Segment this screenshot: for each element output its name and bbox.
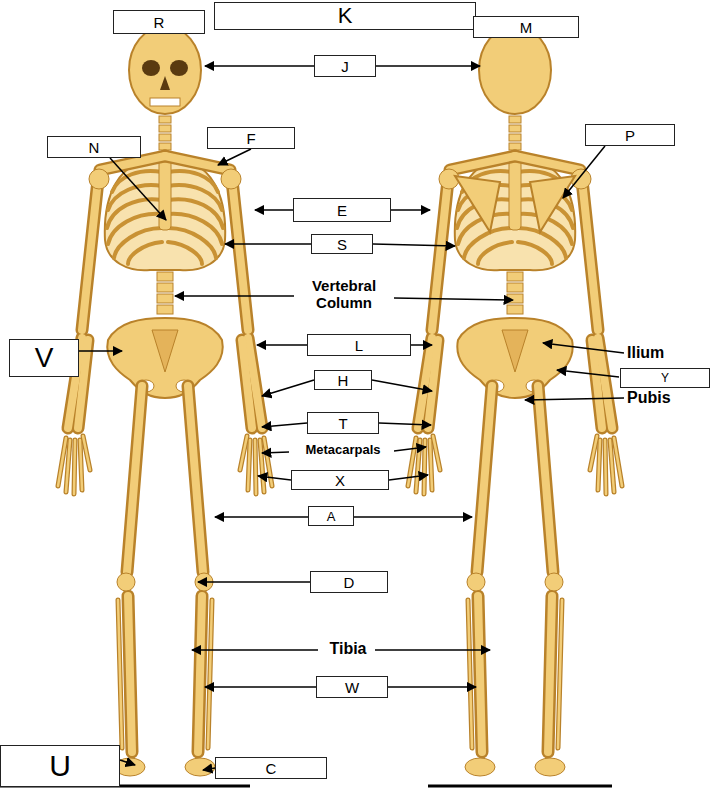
label-box: S — [311, 234, 373, 254]
box-letter: R — [154, 14, 165, 31]
scapulae — [455, 176, 575, 232]
box-letter: L — [355, 337, 363, 354]
label-box: K — [214, 2, 476, 30]
label-box: W — [316, 676, 388, 698]
label-box: M — [473, 16, 579, 38]
bone-name: Vertebral Column — [292, 278, 396, 311]
box-letter: M — [520, 19, 533, 36]
label-box: U — [0, 745, 120, 787]
label-box: L — [307, 334, 411, 356]
bone-name: Metacarpals — [290, 443, 396, 457]
box-letter: W — [345, 679, 359, 696]
label-box: C — [215, 757, 327, 779]
box-letter: P — [625, 127, 635, 144]
box-letter: A — [327, 509, 336, 524]
skull-face — [142, 60, 188, 106]
label-box: J — [314, 55, 376, 77]
label-box: F — [207, 127, 295, 149]
label-box: V — [9, 339, 79, 377]
label-box: P — [585, 124, 675, 146]
box-letter: N — [89, 139, 100, 156]
bone-name: Pubis — [627, 389, 707, 407]
box-letter: K — [338, 3, 353, 29]
label-box: Y — [620, 368, 710, 388]
box-letter: C — [266, 760, 277, 777]
box-letter: H — [338, 372, 349, 389]
bone-name: Ilium — [627, 344, 707, 362]
label-box: E — [293, 198, 391, 222]
box-letter: D — [344, 574, 355, 591]
label-box: A — [308, 506, 354, 526]
label-box: D — [310, 571, 388, 593]
label-box: N — [47, 136, 141, 158]
box-letter: E — [337, 202, 347, 219]
label-box: T — [307, 412, 379, 434]
box-letter: U — [49, 749, 71, 783]
box-letter: Y — [661, 371, 669, 385]
label-box: R — [113, 10, 205, 34]
box-letter: S — [337, 236, 347, 253]
box-letter: F — [246, 130, 255, 147]
box-letter: J — [341, 58, 349, 75]
box-letter: V — [35, 342, 54, 374]
bone-name: Tibia — [320, 640, 376, 658]
label-box: H — [314, 370, 372, 390]
box-letter: X — [335, 472, 345, 489]
label-box: X — [291, 470, 389, 490]
box-letter: T — [338, 415, 347, 432]
leader-lines — [79, 66, 624, 770]
